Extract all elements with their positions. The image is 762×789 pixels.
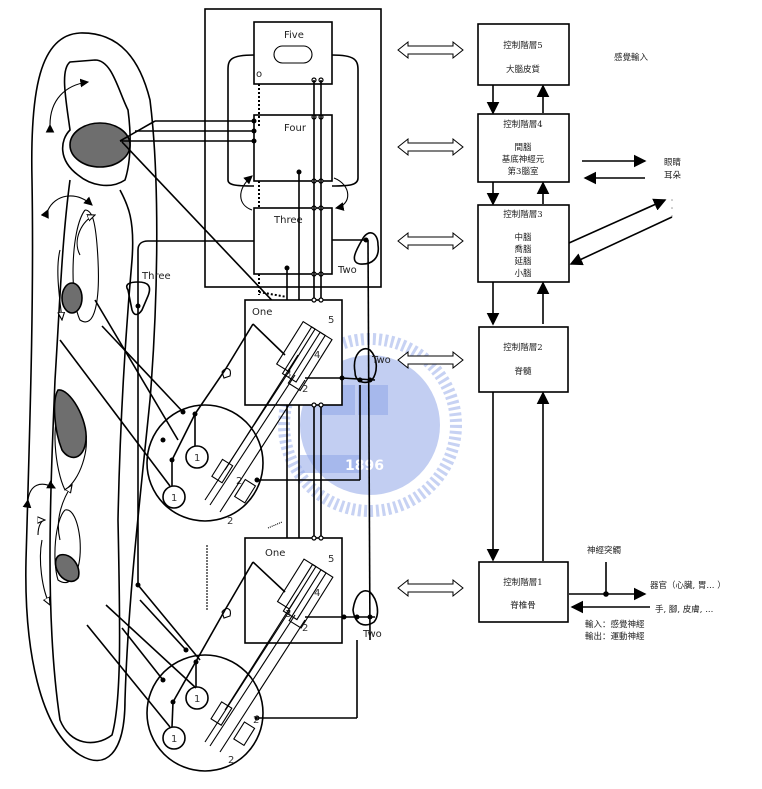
synapse-label: 神經突觸 xyxy=(587,545,621,556)
cell-number-2-upper: 2 xyxy=(302,384,308,395)
level-five-box: Five o xyxy=(227,21,359,187)
level-two-upper-label: Two xyxy=(337,265,357,276)
level2-part-0: 脊髓 xyxy=(514,366,532,377)
hierarchy-level1: 控制階層1 脊椎骨 xyxy=(478,561,569,623)
level3-part-3: 小腦 xyxy=(514,268,532,279)
level4-title: 控制階層4 xyxy=(503,119,542,130)
hierarchy-level3: 控制階層3 中腦 喬腦 延腦 小腦 xyxy=(477,204,570,283)
level-five-label: Five xyxy=(284,30,304,41)
level-three-side-label: Three xyxy=(141,271,171,282)
shaded-region-3 xyxy=(53,389,87,459)
cell-number-2-seg1b: 2 xyxy=(227,516,233,527)
cell-number-3-upper: 3 xyxy=(285,369,291,380)
level2-title: 控制階層2 xyxy=(503,342,542,353)
level-one-upper-label: One xyxy=(252,307,272,318)
level-three-box: Three Two xyxy=(253,205,380,298)
level-two-mid-label: Two xyxy=(371,355,391,366)
level1-part-0: 脊椎骨 xyxy=(510,600,536,611)
cell-number-5-lower: 5 xyxy=(328,554,334,565)
level-two-lower-label: Two xyxy=(362,629,382,640)
cell-number-2-seg2a: 2 xyxy=(253,715,259,726)
body-arrows xyxy=(22,78,95,605)
brain-connections: Three xyxy=(119,118,301,661)
neuron-number-upper-b: 1 xyxy=(171,493,177,504)
spinal-segment-upper: 1 1 2 2 xyxy=(59,299,306,527)
level-one-upper-box: One 5 4 3 2 Two xyxy=(221,297,391,408)
output-note: 輸出：運動神經 xyxy=(585,631,645,642)
neuron-number-lower-b: 1 xyxy=(171,734,177,745)
level5-part-0: 大腦皮質 xyxy=(506,64,541,75)
cell-number-2-lower: 2 xyxy=(302,623,308,634)
limbs-label: 手, 腳, 皮膚, ... xyxy=(655,604,713,615)
two-triangle-mid xyxy=(353,348,378,384)
watermark-year: 1896 xyxy=(345,458,384,474)
level5-title: 控制階層5 xyxy=(503,40,542,51)
level-four-box: Four xyxy=(240,84,349,211)
eyes-label: 眼睛 xyxy=(664,157,682,168)
level3-part-2: 延腦 xyxy=(514,256,532,267)
level-one-lower-box: One 5 4 3 2 Two xyxy=(221,521,382,644)
level-four-label: Four xyxy=(284,123,307,134)
level4-part-2: 第3腦室 xyxy=(508,166,539,177)
sensory-input-label: 感覺輸入 xyxy=(614,52,649,63)
shaded-region-4 xyxy=(54,553,80,583)
level-three-label: Three xyxy=(273,215,303,226)
neuron-number-lower-a: 1 xyxy=(194,694,200,705)
double-arrow-level1 xyxy=(397,578,464,598)
cortex-oval xyxy=(273,45,313,64)
cell-number-4-upper: 4 xyxy=(314,350,320,361)
spinal-segment-lower: 1 1 2 2 xyxy=(86,594,306,772)
cell-number-2-seg2b: 2 xyxy=(228,755,234,766)
hierarchy-level2: 控制階層2 脊髓 xyxy=(478,326,569,393)
cell-number-3-lower: 3 xyxy=(285,609,291,620)
double-arrow-level2 xyxy=(397,350,464,370)
double-arrow-level4 xyxy=(397,137,464,157)
input-note: 輸入：感覺神經 xyxy=(585,619,645,630)
level4-part-1: 基底神經元 xyxy=(502,154,545,165)
level1-title: 控制階層1 xyxy=(503,577,542,588)
offscreen-dots xyxy=(671,199,673,217)
o-marker: o xyxy=(256,69,262,80)
shaded-region-2 xyxy=(61,282,83,314)
level3-title: 控制階層3 xyxy=(503,209,542,220)
shaded-region-brain xyxy=(69,122,131,168)
level-one-lower-label: One xyxy=(265,548,285,559)
two-triangle-upper xyxy=(353,232,380,265)
level3-part-1: 喬腦 xyxy=(514,244,532,255)
level4-part-0: 間腦 xyxy=(514,142,532,153)
organs-label: 器官（心臟, 胃... ） xyxy=(650,580,726,591)
neuron-number-upper-a: 1 xyxy=(194,453,200,464)
hierarchy-level4: 控制階層4 間腦 基底神經元 第3腦室 xyxy=(477,113,570,183)
double-arrow-level3 xyxy=(397,231,464,251)
double-arrow-level5 xyxy=(397,40,464,60)
cell-number-5-upper: 5 xyxy=(328,315,334,326)
two-triangle-lower xyxy=(352,590,379,626)
hierarchy-level5: 控制階層5 大腦皮質 xyxy=(477,23,570,86)
three-side-triangle xyxy=(125,281,151,316)
ears-label: 耳朵 xyxy=(664,171,682,181)
cell-number-4-lower: 4 xyxy=(314,588,320,599)
level3-part-0: 中腦 xyxy=(514,232,532,243)
upper-brain-frame xyxy=(204,8,382,288)
